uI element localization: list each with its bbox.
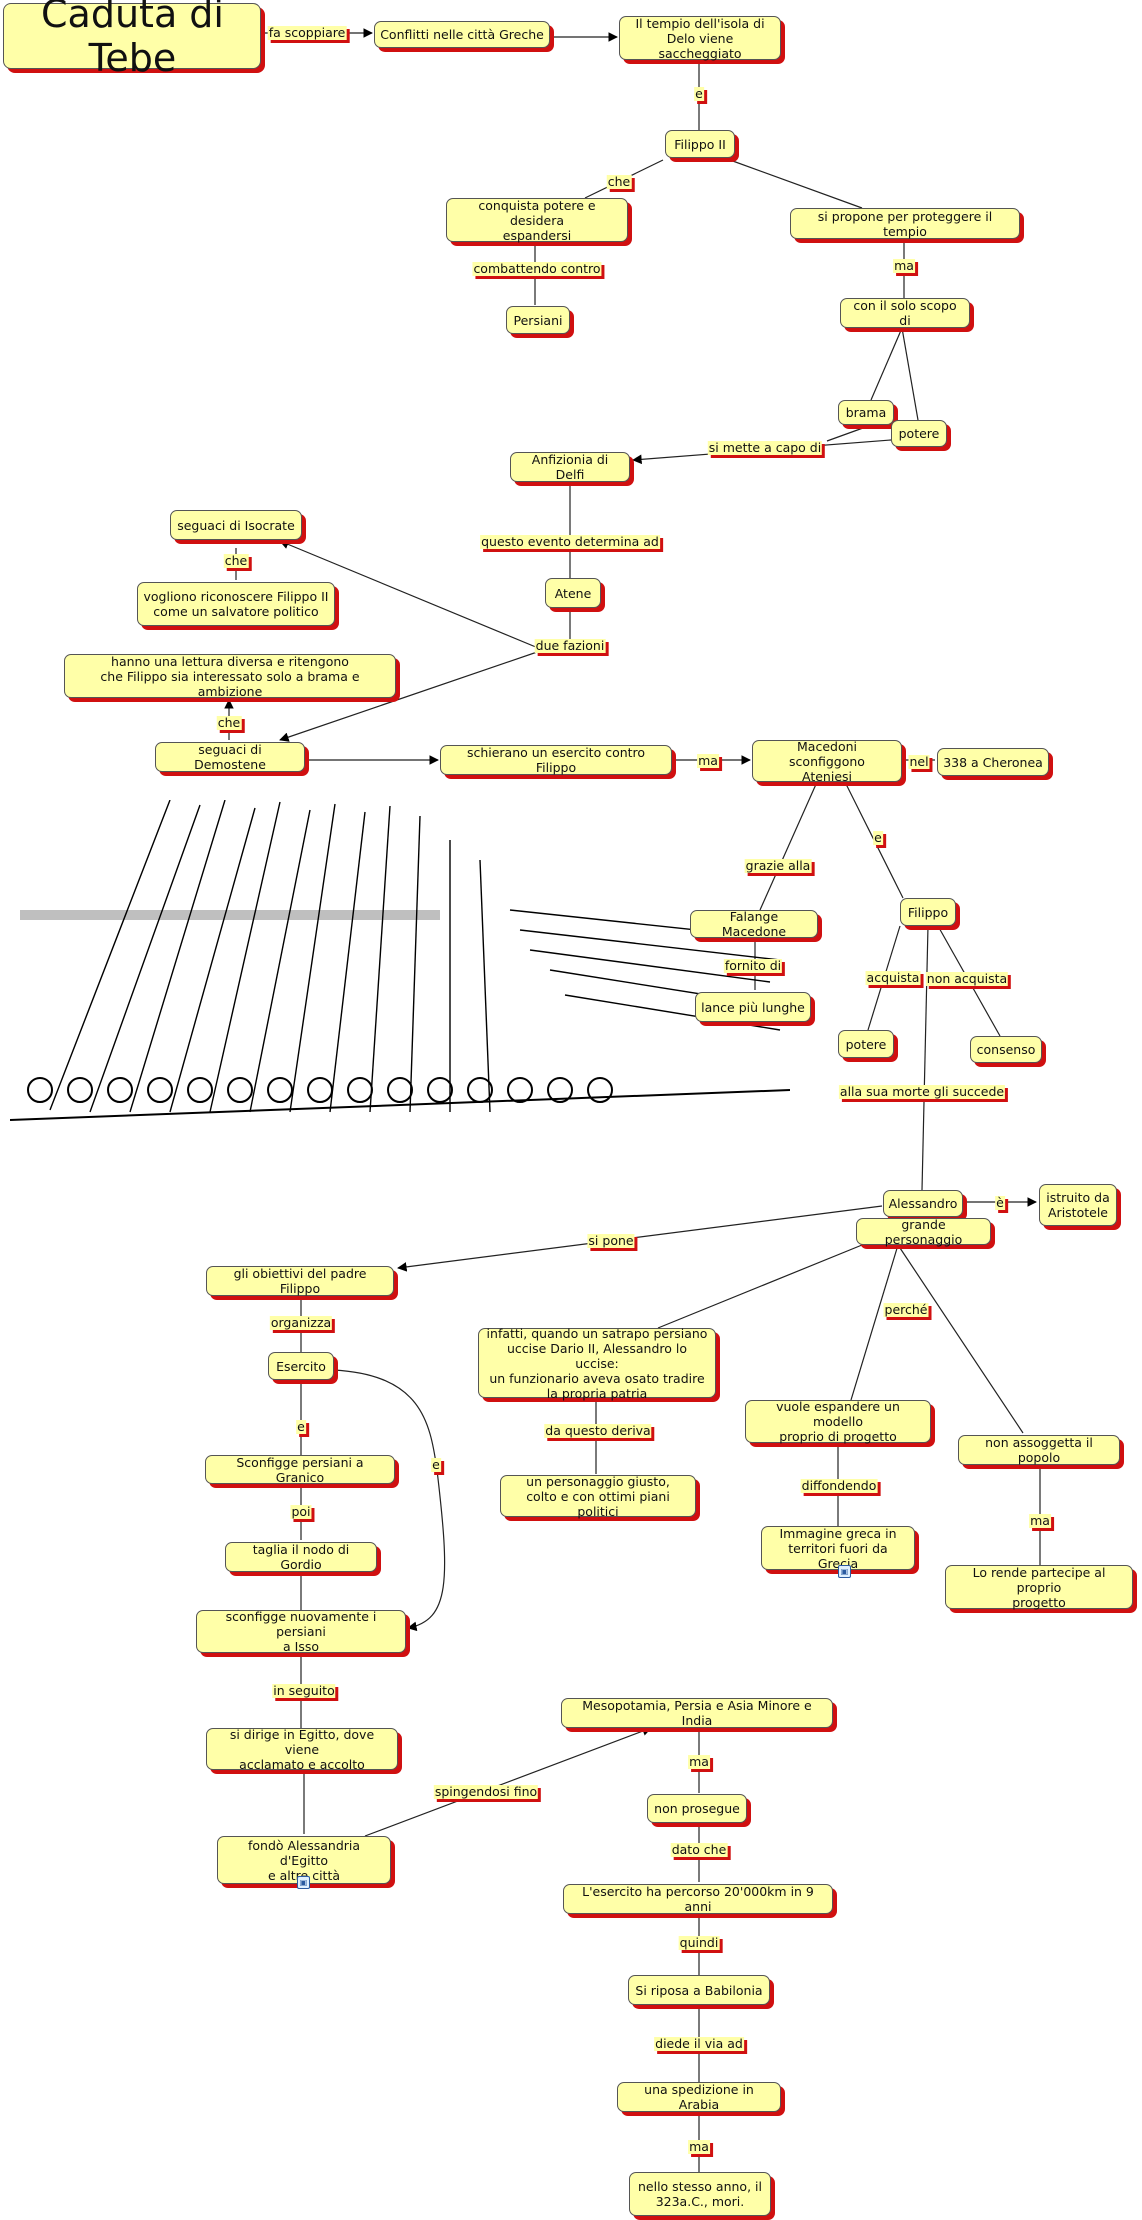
node-filippo-ii[interactable]: Filippo II: [665, 130, 735, 158]
node-partecipe[interactable]: Lo rende partecipe al proprio progetto: [945, 1565, 1133, 1610]
node-vogliono[interactable]: vogliono riconoscere Filippo II come un …: [137, 582, 335, 626]
link-label[interactable]: spingendosi fino: [433, 1784, 539, 1799]
node-modello[interactable]: vuole espandere un modello proprio di pr…: [745, 1399, 931, 1444]
node-conflitti[interactable]: Conflitti nelle città Greche: [374, 21, 550, 48]
node-morte[interactable]: nello stesso anno, il 323a.C., mori.: [629, 2172, 771, 2216]
node-mesopotamia[interactable]: Mesopotamia, Persia e Asia Minore e Indi…: [561, 1698, 833, 1728]
node-grande[interactable]: grande personaggio: [856, 1217, 991, 1247]
link-label[interactable]: ma: [697, 753, 719, 768]
node-propone[interactable]: si propone per proteggere il tempio: [790, 208, 1020, 239]
node-prosegue[interactable]: non prosegue: [647, 1794, 747, 1823]
node-tempio[interactable]: Il tempio dell'isola di Delo viene sacch…: [619, 16, 781, 61]
node-immagine[interactable]: Immagine greca in territori fuori da Gre…: [761, 1526, 915, 1571]
link-label[interactable]: alla sua morte gli succede: [838, 1084, 1006, 1099]
link-label[interactable]: combattendo contro: [472, 261, 602, 276]
link-label[interactable]: quindi: [678, 1935, 720, 1950]
node-conquista[interactable]: conquista potere e desidera espandersi: [446, 198, 628, 243]
node-assoggetta[interactable]: non assoggetta il popolo: [958, 1435, 1120, 1465]
link-label[interactable]: diede il via ad: [654, 2036, 744, 2051]
image-attachment-icon[interactable]: ▣: [838, 1565, 851, 1578]
link-label[interactable]: poi: [290, 1504, 312, 1519]
phalanx-illustration: [10, 800, 790, 1121]
link-label[interactable]: si pone: [587, 1233, 635, 1248]
node-atene[interactable]: Atene: [545, 578, 601, 608]
node-granico[interactable]: Sconfigge persiani a Granico: [205, 1455, 395, 1485]
link-label[interactable]: che: [223, 553, 249, 568]
link-label[interactable]: fornito di: [723, 958, 783, 973]
link-label[interactable]: che: [216, 715, 242, 730]
node-falange[interactable]: Falange Macedone: [690, 909, 818, 939]
link-label[interactable]: da questo deriva: [544, 1423, 652, 1438]
node-lance[interactable]: lance più lunghe: [695, 992, 811, 1022]
link-label[interactable]: è: [995, 1195, 1005, 1210]
link-label[interactable]: e: [694, 86, 704, 101]
node-percorso[interactable]: L'esercito ha percorso 20'000km in 9 ann…: [563, 1884, 833, 1914]
link-label[interactable]: acquista: [865, 970, 921, 985]
node-cheronea[interactable]: 338 a Cheronea: [937, 748, 1049, 776]
link-label[interactable]: in seguito: [272, 1683, 336, 1698]
link-label[interactable]: e: [296, 1419, 306, 1434]
node-macedoni[interactable]: Macedoni sconfiggono Ateniesi: [752, 739, 902, 784]
node-giusto[interactable]: un personaggio giusto, colto e con ottim…: [500, 1474, 696, 1519]
node-anfizionia[interactable]: Anfizionia di Delfi: [510, 452, 630, 482]
node-babilonia[interactable]: Si riposa a Babilonia: [628, 1975, 770, 2005]
link-label[interactable]: due fazioni: [534, 638, 606, 653]
node-egitto[interactable]: si dirige in Egitto, dove viene acclamat…: [206, 1727, 398, 1772]
link-label[interactable]: questo evento determina ad: [480, 534, 660, 549]
link-label[interactable]: nel: [908, 754, 930, 769]
node-isocrate[interactable]: seguaci di Isocrate: [170, 510, 302, 540]
link-label[interactable]: perché: [883, 1302, 929, 1317]
link-label[interactable]: non acquista: [925, 971, 1009, 986]
node-gordio[interactable]: taglia il nodo di Gordio: [225, 1542, 377, 1572]
image-attachment-icon[interactable]: ▣: [297, 1876, 310, 1889]
node-satrapo[interactable]: infatti, quando un satrapo persiano ucci…: [478, 1326, 716, 1401]
link-label[interactable]: e: [431, 1457, 441, 1472]
node-consenso[interactable]: consenso: [970, 1036, 1042, 1063]
link-label[interactable]: ma: [688, 2139, 710, 2154]
node-scopo[interactable]: con il solo scopo di: [840, 298, 970, 328]
link-label[interactable]: ma: [1029, 1513, 1051, 1528]
link-label[interactable]: fa scoppiare: [267, 25, 347, 40]
node-potere-1[interactable]: potere: [891, 420, 947, 447]
link-label[interactable]: ma: [688, 1754, 710, 1769]
title-node-caduta-di-tebe[interactable]: Caduta di Tebe: [3, 0, 261, 80]
node-isso[interactable]: sconfigge nuovamente i persiani a Isso: [196, 1609, 406, 1654]
node-persiani[interactable]: Persiani: [506, 306, 570, 334]
link-label[interactable]: organizza: [269, 1315, 333, 1330]
link-label[interactable]: si mette a capo di: [707, 440, 823, 455]
node-lettura[interactable]: hanno una lettura diversa e ritengono ch…: [64, 654, 396, 699]
node-filippo[interactable]: Filippo: [900, 898, 956, 926]
node-esercito[interactable]: Esercito: [268, 1352, 334, 1380]
node-potere-2[interactable]: potere: [838, 1030, 894, 1058]
link-label[interactable]: grazie alla: [744, 858, 812, 873]
node-schierano[interactable]: schierano un esercito contro Filippo: [440, 745, 672, 775]
node-arabia[interactable]: una spedizione in Arabia: [617, 2082, 781, 2112]
node-obiettivi[interactable]: gli obiettivi del padre Filippo: [206, 1266, 394, 1296]
link-label[interactable]: ma: [893, 258, 915, 273]
node-brama[interactable]: brama: [838, 400, 894, 425]
link-label[interactable]: che: [606, 174, 632, 189]
node-demostene[interactable]: seguaci di Demostene: [155, 742, 305, 772]
node-aristotele[interactable]: istruito da Aristotele: [1039, 1184, 1117, 1226]
node-alessandro[interactable]: Alessandro: [883, 1190, 963, 1217]
link-label[interactable]: e: [873, 830, 883, 845]
link-label[interactable]: diffondendo: [800, 1478, 878, 1493]
link-label[interactable]: dato che: [670, 1842, 728, 1857]
